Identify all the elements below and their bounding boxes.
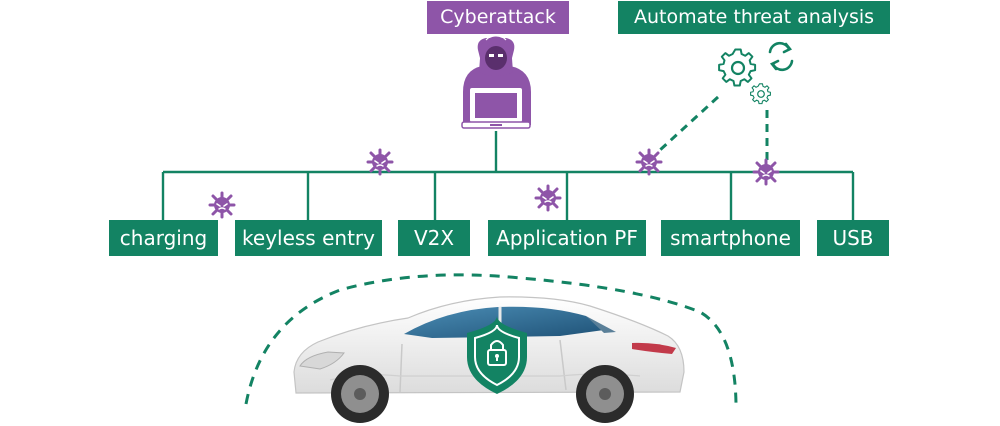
connector-tree [161, 131, 855, 222]
cyberattack-label: Cyberattack [427, 1, 569, 34]
automate-threat-analysis-label: Automate threat analysis [618, 1, 890, 34]
shield-lock-icon [467, 316, 527, 394]
node-smartphone: smartphone [661, 220, 800, 256]
node-keyless-entry: keyless entry [235, 220, 382, 256]
node-v2x: V2X [398, 220, 470, 256]
gear-icon [749, 83, 772, 105]
virus-icon [752, 158, 780, 186]
node-charging: charging [109, 220, 218, 256]
laptop-icon [461, 88, 531, 129]
virus-icon [208, 191, 236, 219]
virus-icon [635, 148, 663, 176]
node-usb: USB [817, 220, 889, 256]
analysis-links [658, 95, 769, 160]
virus-icon [534, 184, 562, 212]
refresh-icon [768, 41, 794, 72]
virus-icon [366, 148, 394, 176]
car-icon [293, 296, 685, 423]
gear-icon [717, 48, 757, 87]
node-application-pf: Application PF [488, 220, 646, 256]
